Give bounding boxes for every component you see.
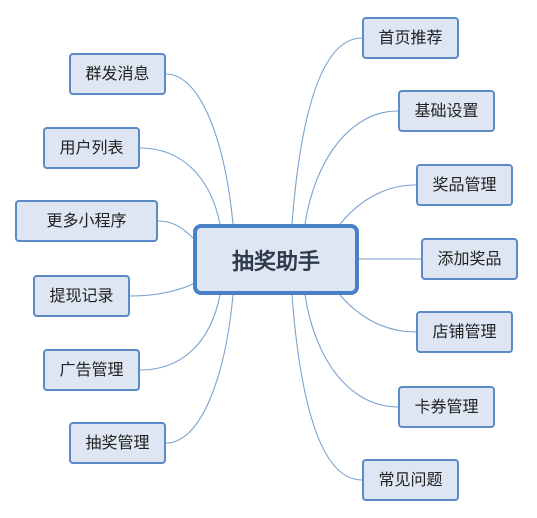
center-node: 抽奖助手 <box>193 224 359 295</box>
node-left-5: 广告管理 <box>43 349 140 391</box>
node-right-6: 卡券管理 <box>398 386 495 428</box>
node-label: 提现记录 <box>49 286 114 305</box>
node-label: 常见问题 <box>378 470 443 489</box>
connector-广告管理 <box>139 294 221 371</box>
node-right-7: 常见问题 <box>362 459 459 501</box>
center-node-label: 抽奖助手 <box>231 249 320 275</box>
connector-用户列表 <box>139 147 221 225</box>
node-right-2: 基础设置 <box>398 90 495 132</box>
node-right-5: 店铺管理 <box>416 311 513 353</box>
node-label: 更多小程序 <box>46 211 127 230</box>
node-left-2: 用户列表 <box>43 127 140 169</box>
connector-常见问题 <box>291 294 363 481</box>
connector-更多小程序 <box>157 220 194 239</box>
node-left-1: 群发消息 <box>69 53 166 95</box>
node-left-6: 抽奖管理 <box>69 422 166 464</box>
node-left-3: 更多小程序 <box>15 200 158 242</box>
connector-店铺管理 <box>339 294 417 333</box>
node-label: 用户列表 <box>59 138 124 157</box>
node-label: 广告管理 <box>59 360 124 379</box>
node-label: 卡券管理 <box>414 397 479 416</box>
connector-基础设置 <box>304 110 399 225</box>
node-right-3: 奖品管理 <box>416 164 513 206</box>
node-label: 群发消息 <box>85 64 150 83</box>
node-label: 奖品管理 <box>432 175 497 194</box>
node-label: 添加奖品 <box>437 249 502 268</box>
node-label: 店铺管理 <box>432 322 497 341</box>
connector-首页推荐 <box>291 37 363 225</box>
node-left-4: 提现记录 <box>33 275 130 317</box>
connector-卡券管理 <box>304 294 399 408</box>
connector-群发消息 <box>165 73 234 225</box>
connector-奖品管理 <box>339 184 417 225</box>
node-right-4: 添加奖品 <box>421 238 518 280</box>
connector-抽奖管理 <box>165 294 234 444</box>
node-label: 基础设置 <box>414 101 479 120</box>
connector-提现记录 <box>129 283 194 297</box>
node-right-1: 首页推荐 <box>362 17 459 59</box>
node-label: 首页推荐 <box>378 28 443 47</box>
node-label: 抽奖管理 <box>85 433 150 452</box>
